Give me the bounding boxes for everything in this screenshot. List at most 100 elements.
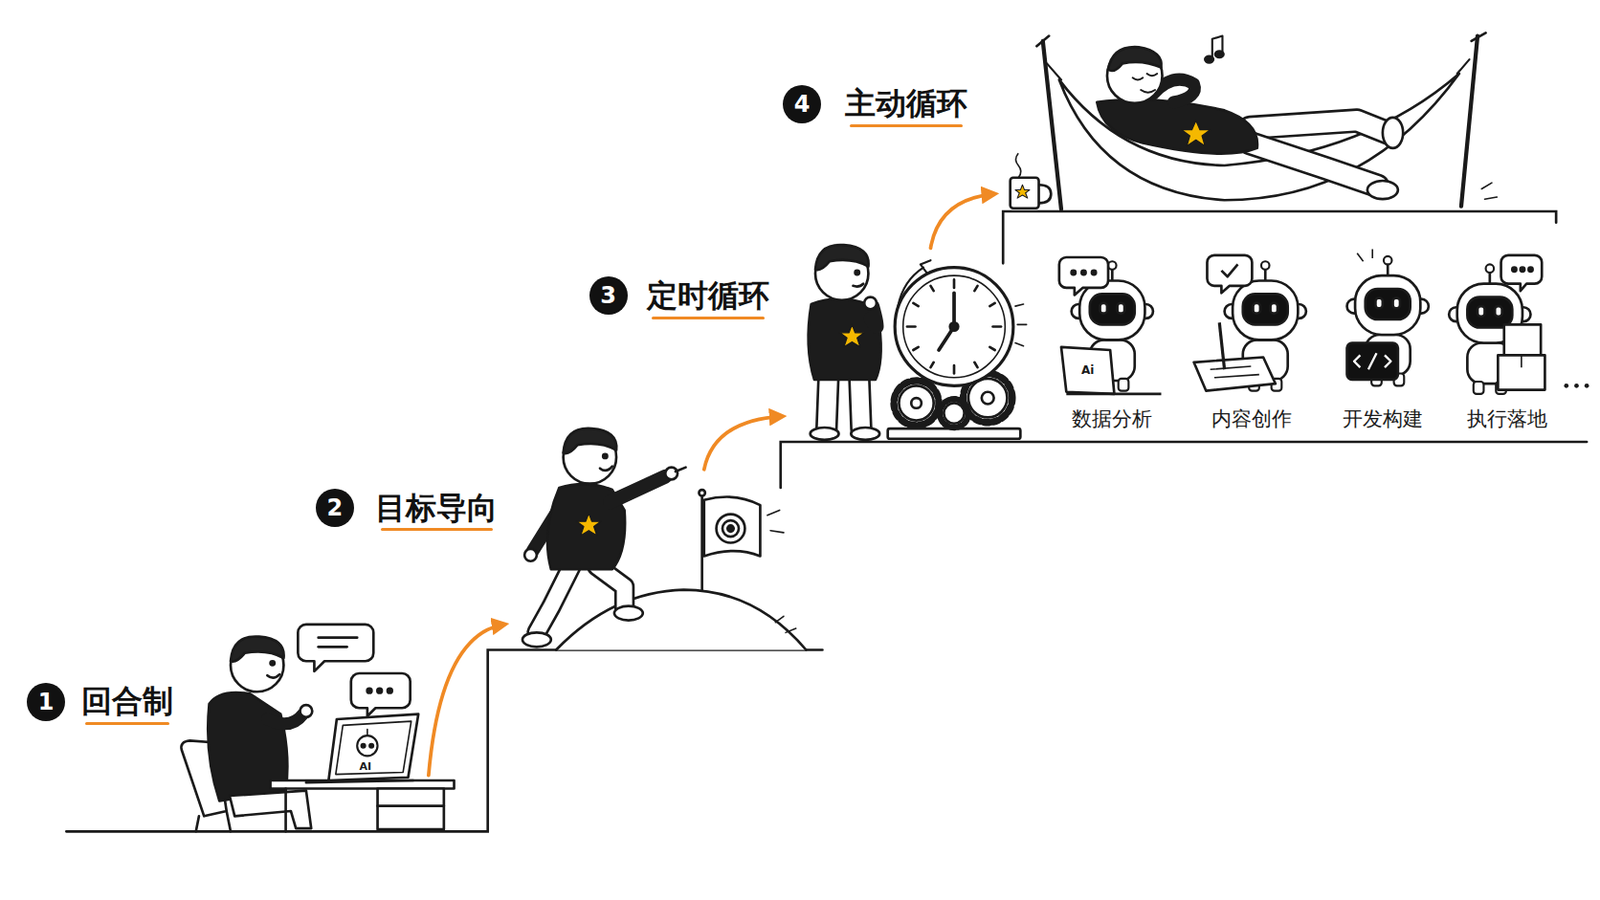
person-climbing-part: [555, 590, 806, 651]
person-in-hammock-part: [1249, 120, 1388, 134]
person-in-hammock-part: [1140, 89, 1156, 93]
person-with-clock-part: [864, 297, 877, 311]
person-in-hammock-part: [1367, 180, 1399, 200]
person-in-hammock-part: [1133, 73, 1158, 80]
person-at-desk-part: [226, 811, 231, 832]
title-underline: [651, 316, 765, 320]
person-with-clock-part: [893, 380, 939, 426]
robot-writer-part: [1194, 356, 1276, 391]
person-with-clock-part-part: [974, 362, 978, 368]
person-at-desk-part: [361, 744, 365, 748]
person-climbing-part: [597, 566, 625, 610]
robot-executor-part: [1504, 324, 1541, 356]
person-climbing-part: [675, 467, 687, 472]
person-at-desk-part: [351, 673, 411, 717]
screen-text: Ai: [1081, 365, 1094, 378]
more-dots-part: [1563, 383, 1569, 389]
person-climbing-part: [614, 606, 644, 622]
progress-arrows-part: [930, 194, 994, 249]
person-climbing-part: [610, 476, 667, 503]
person-at-desk-part: [377, 789, 445, 831]
person-with-clock-part: [981, 392, 995, 405]
stage-heading: 1回合制: [26, 683, 174, 722]
person-at-desk-part: [366, 730, 369, 736]
progress-arrows: [428, 194, 995, 777]
more-dots-part: [1574, 383, 1579, 389]
person-with-clock-part-part: [930, 362, 934, 368]
person-with-clock-part-part: [953, 365, 956, 375]
title-underline: [380, 528, 494, 532]
robot-analyst-part: [1081, 270, 1086, 275]
robot-analyst-part: [1059, 257, 1109, 295]
person-at-desk-part: [328, 714, 419, 781]
person-with-clock-part-part: [989, 347, 995, 351]
person-climbing-part: [536, 566, 572, 633]
robot-analyst: [1059, 257, 1162, 395]
robot-executor-part: [1520, 267, 1525, 272]
person-with-clock-part: [968, 378, 1008, 419]
person-with-clock-part-part: [912, 347, 918, 351]
person-in-hammock-part: [1204, 56, 1214, 63]
stairs-part: [1002, 211, 1556, 264]
person-climbing-part: [722, 520, 739, 537]
robot-developer-part: [1347, 256, 1429, 386]
robot-developer: [1347, 248, 1429, 386]
person-with-clock-part: [920, 260, 932, 273]
robot-analyst-part: [1066, 393, 1161, 397]
stairs: [66, 211, 1587, 832]
robot-writer-part: [1219, 322, 1224, 370]
person-at-desk-part: [369, 744, 373, 748]
person-in-hammock-part: [1181, 120, 1211, 147]
robot-analyst-part: [1061, 347, 1114, 395]
person-climbing-part: [698, 489, 705, 496]
person-in-hammock-part: [1481, 182, 1497, 200]
person-with-clock-part: [810, 427, 840, 441]
step-title: 回合制: [81, 684, 174, 720]
person-climbing-part: [775, 616, 796, 633]
stage-heading: 2目标导向: [315, 488, 499, 528]
person-in-hammock-part: [1108, 46, 1162, 71]
robot-executor-part: [1497, 355, 1545, 390]
robot-developer-part: [1356, 248, 1373, 262]
person-with-clock-part: [950, 322, 959, 332]
person-with-clock-part: [850, 427, 880, 441]
robot-writer-part: [1210, 366, 1260, 378]
person-with-clock-part: [852, 284, 864, 288]
person-with-clock-part: [911, 398, 922, 409]
robot-executor-part: [1520, 355, 1523, 368]
person-at-desk-part: [387, 688, 393, 694]
person-at-desk-part: [266, 674, 280, 678]
robot-developer-part: [1347, 343, 1399, 380]
stairs-part: [66, 650, 823, 833]
person-at-desk-part: [318, 645, 348, 649]
person-with-clock-part: [898, 385, 934, 421]
screen-text: AI: [358, 761, 372, 774]
robot-executor: [1448, 255, 1545, 395]
robot-role: 开发构建: [1342, 409, 1423, 432]
person-climbing-part: [767, 510, 784, 533]
step-title: 定时循环: [646, 278, 770, 314]
person-climbing-part: [716, 514, 746, 544]
mug-part: [1016, 153, 1022, 178]
person-at-desk: [180, 624, 454, 832]
person-at-desk-part: [266, 714, 303, 725]
person-with-clock-part: [840, 324, 866, 347]
stairs-part: [780, 442, 1587, 489]
step-number: 3: [589, 276, 628, 315]
step-title: 主动循环: [844, 86, 968, 122]
robot-role: 执行落地: [1466, 409, 1548, 432]
person-at-desk-part: [284, 789, 288, 833]
person-with-clock-part: [826, 376, 862, 429]
robot-writer: [1194, 255, 1307, 392]
robot-role: 数据分析: [1071, 409, 1153, 432]
more-dots: [1563, 383, 1589, 389]
person-climbing-part: [563, 428, 618, 454]
person-at-desk-part: [270, 661, 275, 666]
mug-part: [1039, 184, 1052, 203]
stage-heading: 3 定时循环: [589, 276, 771, 315]
robot-role: 内容创作: [1211, 409, 1292, 432]
person-at-desk-part: [318, 636, 358, 640]
person-with-clock-part: [1015, 304, 1027, 347]
person-in-hammock-part: [1461, 36, 1478, 207]
